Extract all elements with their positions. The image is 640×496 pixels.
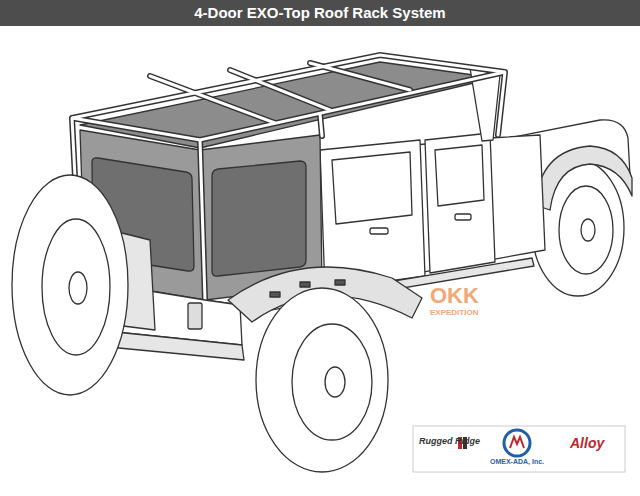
title-bar [0,0,640,26]
rack-frame [72,55,505,140]
rear-rim [292,324,372,440]
quarter-window [212,161,306,276]
omex-logo [504,430,530,456]
front-door [425,133,495,273]
front-flare [535,146,632,210]
front-door-window [435,145,484,206]
door-handle [455,214,471,220]
rear-door-window [332,152,412,224]
spare-rim [42,219,110,355]
brand-logo-text: Alloy [570,436,604,451]
tail-light [188,303,202,329]
front-hub [581,219,595,241]
title: 4-Door EXO-Top Roof Rack System [0,4,640,22]
door-handle [370,228,388,234]
omex-logo-mark [510,437,524,448]
spare-tire [12,175,128,395]
brand-logo-text: OMEX-ADA, Inc. [490,458,544,466]
logo-box [413,426,625,472]
rack-crossbars [150,63,410,123]
spare-hub [69,272,87,304]
rear-tire [256,288,388,472]
flare-vent [300,282,310,287]
flare-vent [335,280,345,285]
brand-logo-text: Rugged Ridge [419,437,480,447]
rear-hub [325,367,345,397]
rack-frame [72,55,505,140]
watermark: EXPEDITION [430,309,478,318]
watermark: OKK [430,284,479,308]
front-rim [559,186,613,274]
flare-vent [270,292,280,297]
